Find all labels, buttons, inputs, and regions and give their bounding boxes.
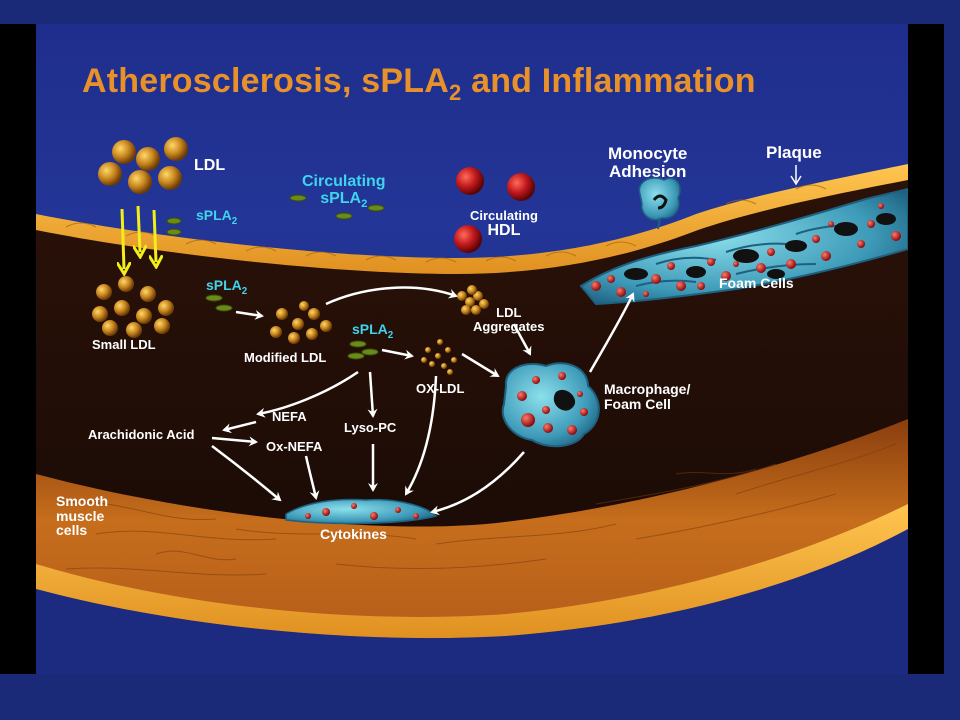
outer-adventitia-band — [36, 504, 908, 639]
pathway-arrows — [211, 286, 635, 516]
diagram-slide: Atherosclerosis, sPLA2 and Inflammation … — [36, 24, 908, 674]
label-spla2-endothelium: sPLA2 — [196, 207, 238, 227]
label-ox-ldl: OX-LDL — [416, 381, 465, 396]
arrow-arachidonic-to-cytokines — [211, 445, 282, 502]
plaque-pointer-arrow — [790, 165, 802, 186]
label-arachidonic-acid: Arachidonic Acid — [88, 427, 195, 442]
ldl-particles — [98, 137, 188, 194]
ldl-entry-arrows — [122, 205, 156, 269]
arrow-oxldl-to-cytokines — [404, 375, 438, 496]
cytokine-cell — [285, 498, 438, 525]
arrow-modified-to-aggregates — [325, 286, 458, 306]
left-black-border — [0, 24, 36, 674]
modified-ldl-particles — [270, 301, 332, 344]
arrow-spla2-to-oxldl — [381, 348, 414, 360]
outer-background — [36, 529, 908, 674]
muscle-cell-texture — [55, 443, 897, 576]
arrow-oxldl-to-macrophage — [461, 352, 500, 378]
label-smooth-muscle-cells: Smooth muscle cells — [56, 493, 109, 539]
label-lyso-pc: Lyso-PC — [344, 420, 397, 435]
endothelium-layer — [36, 164, 908, 274]
small-ldl-particles — [92, 276, 174, 338]
label-nefa: NEFA — [272, 409, 307, 424]
label-spla2-small-ldl: sPLA2 — [206, 277, 248, 297]
arrow-macrophage-to-foam-cells — [588, 292, 635, 373]
spla2-particles — [166, 194, 385, 360]
label-modified-ldl: Modified LDL — [244, 350, 327, 365]
label-ldl: LDL — [194, 157, 226, 174]
right-black-border — [908, 24, 944, 674]
plaque-foam-cell-mass — [579, 187, 908, 306]
label-ldl-aggregates: LDL Aggregates — [473, 305, 545, 334]
arrow-to-nefa — [256, 370, 359, 418]
page-title: Atherosclerosis, sPLA2 and Inflammation — [82, 62, 756, 105]
hdl-particles — [454, 167, 535, 253]
arrow-oxnefa-to-cytokines — [304, 455, 320, 500]
label-monocyte-adhesion: Monocyte Adhesion — [608, 144, 688, 181]
label-circulating-hdl: Circulating HDL — [470, 208, 538, 239]
label-circulating-spla2: Circulating sPLA2 — [302, 173, 386, 210]
arrow-macrophage-to-cytokines — [430, 451, 525, 516]
arrow-to-lyso-pc — [367, 371, 378, 418]
label-ox-nefa: Ox-NEFA — [266, 439, 323, 454]
label-cytokines: Cytokines — [320, 526, 387, 542]
arrow-aggregates-to-macrophage — [512, 323, 532, 356]
label-plaque: Plaque — [766, 143, 822, 162]
label-small-ldl: Small LDL — [92, 337, 156, 352]
artery-illustration — [36, 137, 908, 674]
monocyte-cell — [638, 177, 681, 230]
label-macrophage-foam-cell: Macrophage/ Foam Cell — [604, 381, 691, 412]
label-spla2-modified: sPLA2 — [352, 321, 394, 341]
ox-ldl-particles — [421, 339, 457, 375]
arrow-small-to-modified-ldl — [235, 309, 264, 320]
arrow-nefa-to-arachidonic — [222, 420, 257, 434]
endothelial-cell-texture — [65, 184, 827, 263]
macrophage-foam-cell — [501, 362, 600, 448]
arrow-arachidonic-to-oxnefa — [211, 436, 258, 447]
ldl-aggregate-cluster — [457, 285, 489, 315]
label-foam-cells: Foam Cells — [719, 275, 794, 291]
